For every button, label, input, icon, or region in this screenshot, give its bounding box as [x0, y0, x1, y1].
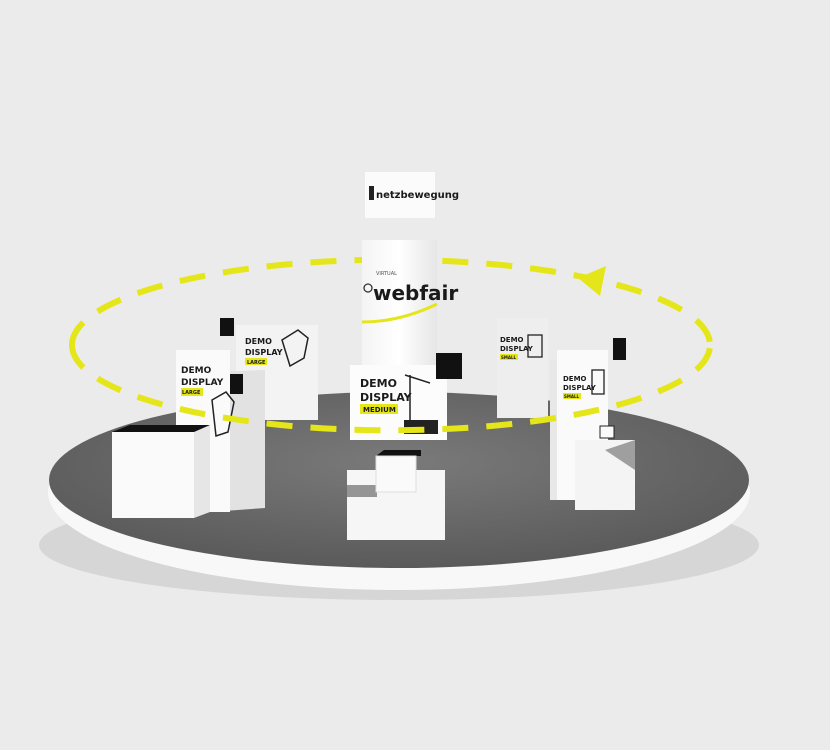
qr-icon [436, 353, 462, 379]
svg-text:DISPLAY: DISPLAY [360, 391, 413, 404]
svg-text:SMALL: SMALL [501, 355, 517, 360]
svg-text:SMALL: SMALL [564, 394, 580, 399]
booth-small-back[interactable]: DEMO DISPLAY SMALL [497, 318, 548, 418]
svg-text:DEMO: DEMO [500, 336, 524, 344]
brand-name: webfair [373, 281, 458, 305]
isometric-illustration-icon [527, 334, 543, 358]
orbit-path-front [69, 344, 713, 434]
svg-text:LARGE: LARGE [182, 390, 201, 396]
qr-icon [613, 338, 626, 360]
isometric-illustration-icon [281, 329, 309, 368]
display-cube [112, 432, 194, 518]
svg-text:DISPLAY: DISPLAY [500, 345, 534, 353]
booth-small-front[interactable]: DEMO DISPLAY SMALL [550, 338, 635, 510]
display-cube [375, 455, 417, 493]
svg-text:MEDIUM: MEDIUM [363, 406, 396, 414]
booth-large-back[interactable]: DEMO DISPLAY LARGE [220, 318, 318, 420]
svg-text:DEMO: DEMO [563, 375, 587, 383]
orbit-path-back [69, 256, 713, 346]
svg-text:DISPLAY: DISPLAY [563, 384, 597, 392]
svg-text:DEMO: DEMO [245, 337, 272, 346]
crane-illustration-icon [404, 374, 431, 420]
qr-icon [220, 318, 234, 336]
svg-text:DISPLAY: DISPLAY [181, 378, 224, 388]
sponsor-sign: netzbewegung [376, 190, 459, 201]
central-tower: netzbewegung VIRTUAL webfair [361, 172, 459, 370]
isometric-illustration-icon [591, 369, 605, 395]
svg-text:DEMO: DEMO [181, 366, 212, 376]
svg-text:DISPLAY: DISPLAY [245, 348, 283, 357]
svg-text:DEMO: DEMO [360, 377, 397, 390]
orbit-arrow-icon [578, 266, 606, 296]
svg-text:LARGE: LARGE [247, 360, 266, 366]
qr-icon [230, 374, 243, 394]
brand-prefix: VIRTUAL [376, 271, 397, 277]
booth-large-front[interactable]: DEMO DISPLAY LARGE [112, 350, 265, 518]
location-pin-icon [363, 283, 373, 293]
